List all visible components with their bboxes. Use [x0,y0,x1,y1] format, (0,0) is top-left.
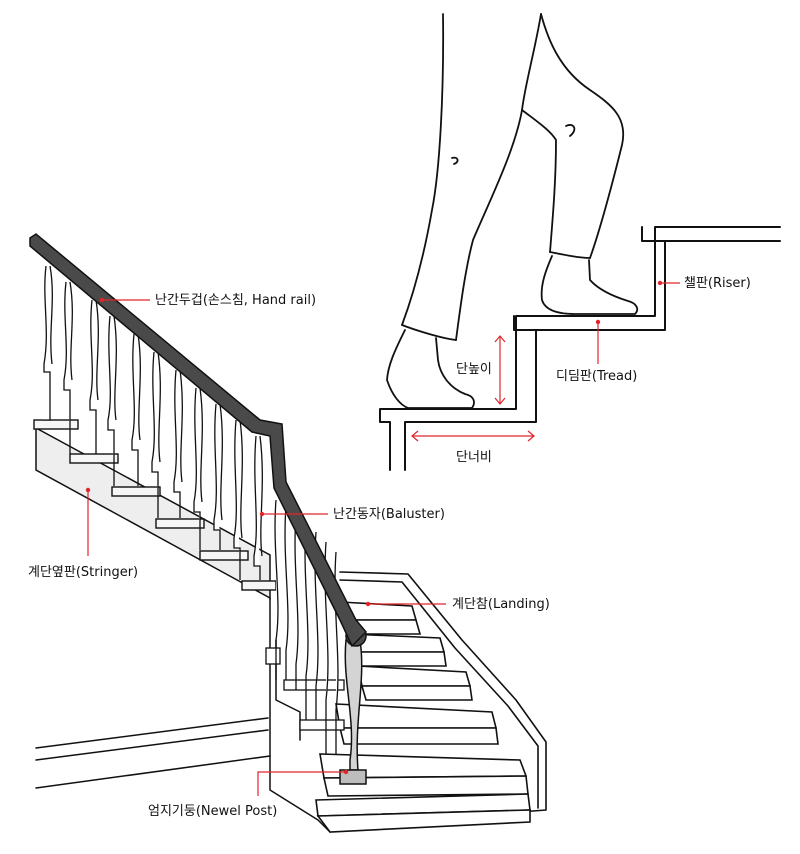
baluster-leader [259,511,328,517]
step-profile [379,226,781,471]
handrail [29,233,368,648]
run-dimension [411,430,535,442]
walking-legs [386,13,639,409]
landing-label: 계단참(Landing) [452,597,550,612]
landing-leader [365,601,446,607]
newel-leader [257,769,349,796]
floor-baseboard [35,717,271,789]
step-detail-illustration: 단높이 단너비 디딤판(Tread) 챌판(Riser) [379,13,781,471]
stringer-label: 계단옆판(Stringer) [28,565,138,580]
staircase-illustration: 난간두겁(손스침, Hand rail) 난간동자(Baluster) 계단옆판… [28,233,550,833]
balusters [42,265,339,754]
riser-label: 챌판(Riser) [684,276,751,291]
stringer-treads [33,419,277,591]
tread-leader [595,319,601,364]
stair-side-wall [269,597,331,833]
handrail-label: 난간두겁(손스침, Hand rail) [155,293,316,308]
tread-label: 디딤판(Tread) [556,369,637,384]
rise-height-label: 단높이 [456,362,492,377]
stair-wall-right [339,571,547,813]
rise-dimension [494,335,506,405]
riser-leader [657,280,680,286]
handrail-leader [99,297,150,303]
newel-label: 엄지기둥(Newel Post) [148,804,277,819]
baluster-label: 난간동자(Baluster) [333,507,445,522]
lower-flight-steps [315,601,531,833]
stringer-leader [85,487,91,556]
run-width-label: 단너비 [456,450,492,465]
side-step-blocks [265,647,345,731]
